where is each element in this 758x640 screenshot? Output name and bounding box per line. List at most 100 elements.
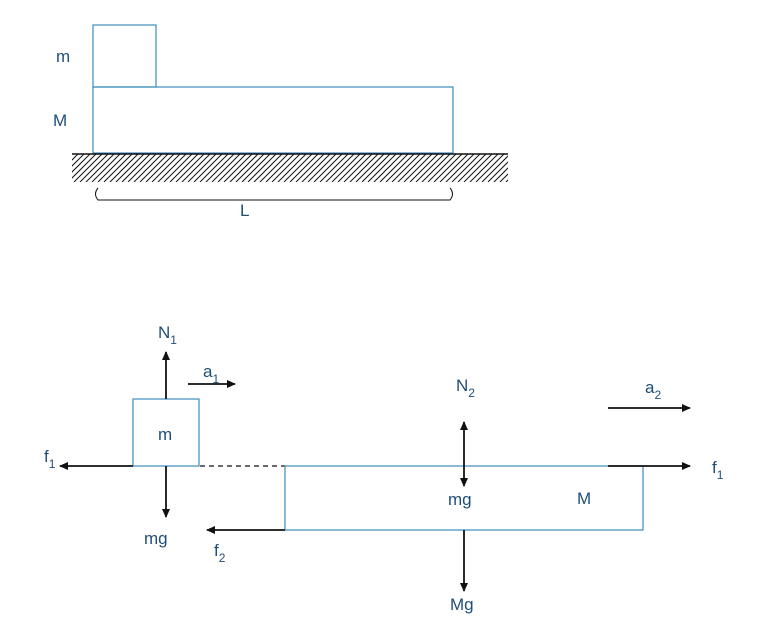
hatch-stroke [229,154,259,182]
hatch-stroke [205,154,235,182]
hatch-stroke [133,154,163,182]
hatch-stroke [373,154,403,182]
hatch-stroke [72,154,85,167]
hatch-stroke [72,154,97,179]
hatch-stroke [103,154,133,182]
hatch-stroke [463,154,493,182]
hatch-stroke [319,154,349,182]
hatch-stroke [181,154,211,182]
N1-label: N1 [158,323,177,347]
hatch-stroke [283,154,313,182]
hatch-stroke [193,154,223,182]
f1-left-label: f1 [44,447,56,471]
hatch-stroke [524,154,552,182]
hatch-stroke [175,154,205,182]
hatch-stroke [259,154,289,182]
f2-label: f2 [214,541,226,565]
hatch-stroke [97,154,127,182]
hatch-stroke [457,154,487,182]
hatch-stroke [151,154,181,182]
hatch-stroke [439,154,469,182]
hatch-stroke [518,154,546,182]
hatch-stroke [385,154,415,182]
small-block-label: m [56,47,70,66]
hatch-stroke [121,154,151,182]
mg-m-label: mg [144,529,168,548]
hatch-stroke [72,154,79,161]
hatch-stroke [475,154,505,182]
hatch-stroke [265,154,295,182]
hatch-stroke [391,154,421,182]
hatch-stroke [247,154,277,182]
hatch-stroke [367,154,397,182]
free-body-diagram: m M N1 a1 f1 mg N2 mg a2 f1 f2 Mg [44,323,724,614]
hatch-stroke [301,154,331,182]
hatch-stroke [271,154,301,182]
hatch-stroke [397,154,427,182]
hatch-stroke [307,154,337,182]
hatch-stroke [211,154,241,182]
hatch-stroke [469,154,499,182]
hatch-stroke [409,154,439,182]
hatch-stroke [127,154,157,182]
hatch-stroke [505,179,508,182]
hatch-stroke [295,154,325,182]
hatch-stroke [481,155,508,182]
length-label: L [240,201,249,220]
hatch-stroke [85,154,115,182]
hatch-stroke [530,154,558,182]
hatch-stroke [512,154,540,182]
hatch-stroke [349,154,379,182]
hatch-stroke [313,154,343,182]
hatch-stroke [253,154,283,182]
hatch-stroke [487,161,508,182]
hatch-stroke [445,154,475,182]
fbd-block-m-label: m [158,425,172,444]
ground-hatching [72,154,564,182]
hatch-stroke [199,154,229,182]
hatch-stroke [187,154,217,182]
hatch-stroke [169,154,199,182]
Mg-label: Mg [450,595,474,614]
hatch-stroke [355,154,385,182]
hatch-stroke [235,154,265,182]
hatch-stroke [403,154,433,182]
length-bracket [95,187,453,201]
hatch-stroke [145,154,175,182]
small-block-m [92,24,157,88]
hatch-stroke [427,154,457,182]
hatch-stroke [493,167,508,182]
hatch-stroke [289,154,319,182]
N2-label: N2 [456,376,475,400]
hatch-stroke [379,154,409,182]
setup-diagram: m M L [53,24,564,220]
hatch-stroke [72,154,91,173]
hatch-stroke [79,154,109,182]
hatch-stroke [343,154,373,182]
hatch-stroke [73,154,103,182]
hatch-stroke [115,154,145,182]
hatch-stroke [91,154,121,182]
a2-label: a2 [645,378,661,402]
hatch-stroke [157,154,187,182]
fbd-block-M-label: M [577,489,591,508]
hatch-stroke [451,154,481,182]
hatch-stroke [163,154,193,182]
hatch-stroke [337,154,367,182]
hatch-stroke [433,154,463,182]
hatch-stroke [139,154,169,182]
hatch-stroke [331,154,361,182]
hatch-stroke [109,154,139,182]
hatch-stroke [499,173,508,182]
hatch-stroke [325,154,355,182]
mg-M-label: mg [448,490,472,509]
large-block-M [92,86,454,154]
hatch-stroke [223,154,253,182]
hatch-stroke [536,154,564,182]
hatch-stroke [415,154,445,182]
hatch-stroke [217,154,247,182]
hatch-stroke [361,154,391,182]
f1-right-label: f1 [712,458,724,482]
hatch-stroke [421,154,451,182]
